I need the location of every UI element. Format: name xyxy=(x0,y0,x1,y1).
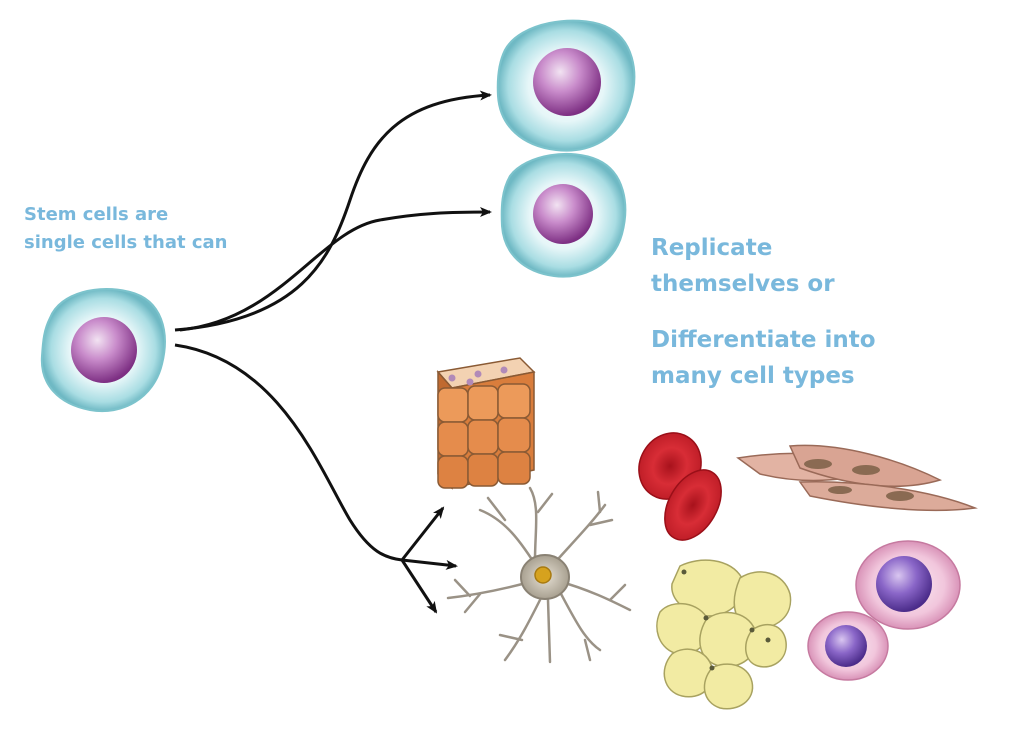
branch-arrow-up xyxy=(400,506,445,561)
replicated-stem-cell-icon xyxy=(500,152,627,278)
branch-arrow-mid xyxy=(401,558,458,570)
intro-caption: Stem cells are single cells that can xyxy=(24,204,228,253)
stem-cell-icon xyxy=(40,288,166,413)
epithelial-cells-icon xyxy=(436,357,536,490)
replicated-stem-cell-icon xyxy=(496,19,636,152)
differentiate-arrow xyxy=(174,343,403,562)
replicate-arrow-second xyxy=(179,207,492,332)
replicate-arrow-top xyxy=(174,90,492,332)
replicate-caption: Replicate themselves or xyxy=(651,235,835,297)
white-blood-cells-icon xyxy=(807,540,961,681)
branch-arrow-down xyxy=(400,559,438,614)
neuron-icon xyxy=(446,486,632,664)
fat-cells-icon xyxy=(656,559,792,710)
differentiate-caption: Differentiate into many cell types xyxy=(651,327,876,389)
arrows xyxy=(174,90,492,614)
smooth-muscle-cells-icon xyxy=(736,444,978,512)
red-blood-cells-icon xyxy=(638,432,722,541)
